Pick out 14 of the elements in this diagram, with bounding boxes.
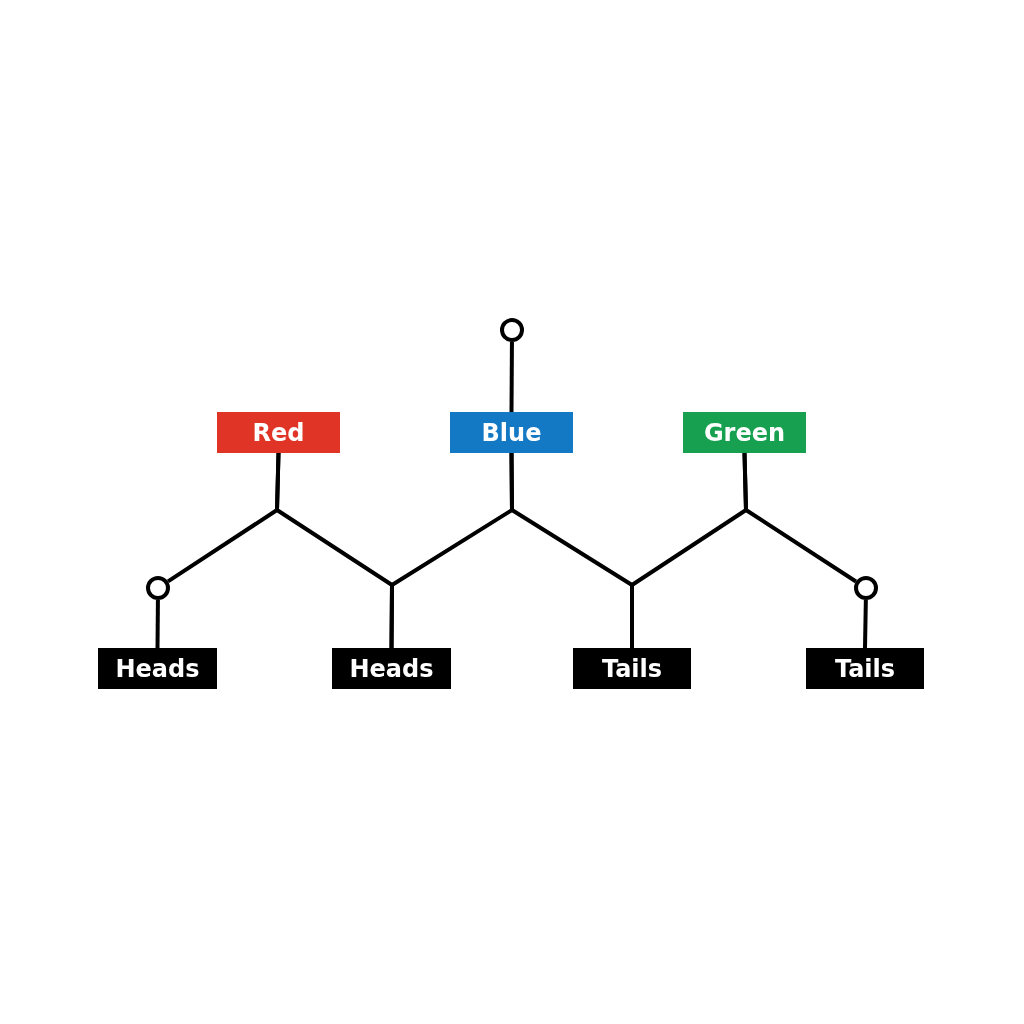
terminal-circle	[146, 576, 170, 600]
terminal-circle	[854, 576, 878, 600]
connector-line	[509, 342, 514, 412]
label-box: Heads	[98, 648, 217, 689]
connector-line	[155, 599, 160, 649]
label-box: Green	[683, 412, 806, 453]
label-box: Heads	[332, 648, 451, 689]
connector-line	[742, 452, 858, 584]
label-box: Tails	[573, 648, 691, 689]
label-box: Red	[217, 412, 340, 453]
connector-line	[863, 599, 868, 649]
terminal-circle	[500, 318, 524, 342]
label-box: Blue	[450, 412, 573, 453]
label-box: Tails	[806, 648, 924, 689]
